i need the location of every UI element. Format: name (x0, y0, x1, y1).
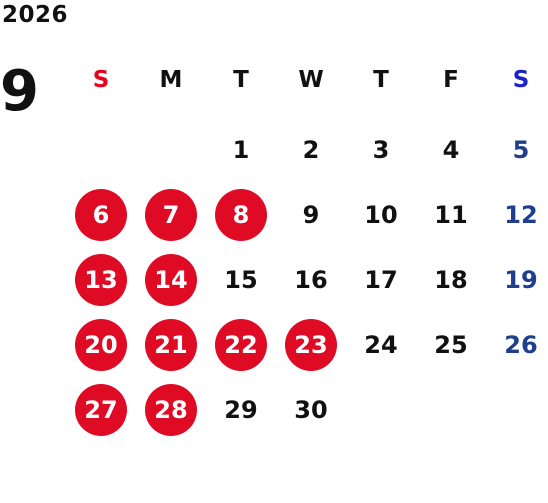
day-27[interactable]: 27 (75, 384, 127, 436)
month-label: 9 (0, 59, 39, 124)
weekday-header-mon: M (159, 67, 183, 93)
day-26[interactable]: 26 (504, 331, 538, 359)
day-29[interactable]: 29 (224, 396, 258, 424)
day-13[interactable]: 13 (75, 254, 127, 306)
weekday-header-wed: W (298, 67, 324, 93)
day-2[interactable]: 2 (302, 136, 320, 164)
day-19[interactable]: 19 (504, 266, 538, 294)
day-20[interactable]: 20 (75, 319, 127, 371)
day-7[interactable]: 7 (145, 189, 197, 241)
day-14[interactable]: 14 (145, 254, 197, 306)
year-label: 2026 (2, 2, 69, 28)
day-3[interactable]: 3 (372, 136, 390, 164)
day-22[interactable]: 22 (215, 319, 267, 371)
weekday-header-thu: T (373, 67, 389, 93)
weekday-header-sun: S (92, 67, 110, 93)
day-6[interactable]: 6 (75, 189, 127, 241)
day-4[interactable]: 4 (442, 136, 460, 164)
day-11[interactable]: 11 (434, 201, 468, 229)
day-16[interactable]: 16 (294, 266, 328, 294)
day-23[interactable]: 23 (285, 319, 337, 371)
day-28[interactable]: 28 (145, 384, 197, 436)
day-18[interactable]: 18 (434, 266, 468, 294)
weekday-header-tue: T (233, 67, 249, 93)
day-8[interactable]: 8 (215, 189, 267, 241)
day-24[interactable]: 24 (364, 331, 398, 359)
day-9[interactable]: 9 (302, 201, 320, 229)
day-25[interactable]: 25 (434, 331, 468, 359)
day-21[interactable]: 21 (145, 319, 197, 371)
day-1[interactable]: 1 (232, 136, 250, 164)
day-30[interactable]: 30 (294, 396, 328, 424)
weekday-header-sat: S (512, 67, 530, 93)
weekday-header-fri: F (443, 67, 459, 93)
day-15[interactable]: 15 (224, 266, 258, 294)
day-17[interactable]: 17 (364, 266, 398, 294)
day-10[interactable]: 10 (364, 201, 398, 229)
day-5[interactable]: 5 (512, 136, 530, 164)
day-12[interactable]: 12 (504, 201, 538, 229)
